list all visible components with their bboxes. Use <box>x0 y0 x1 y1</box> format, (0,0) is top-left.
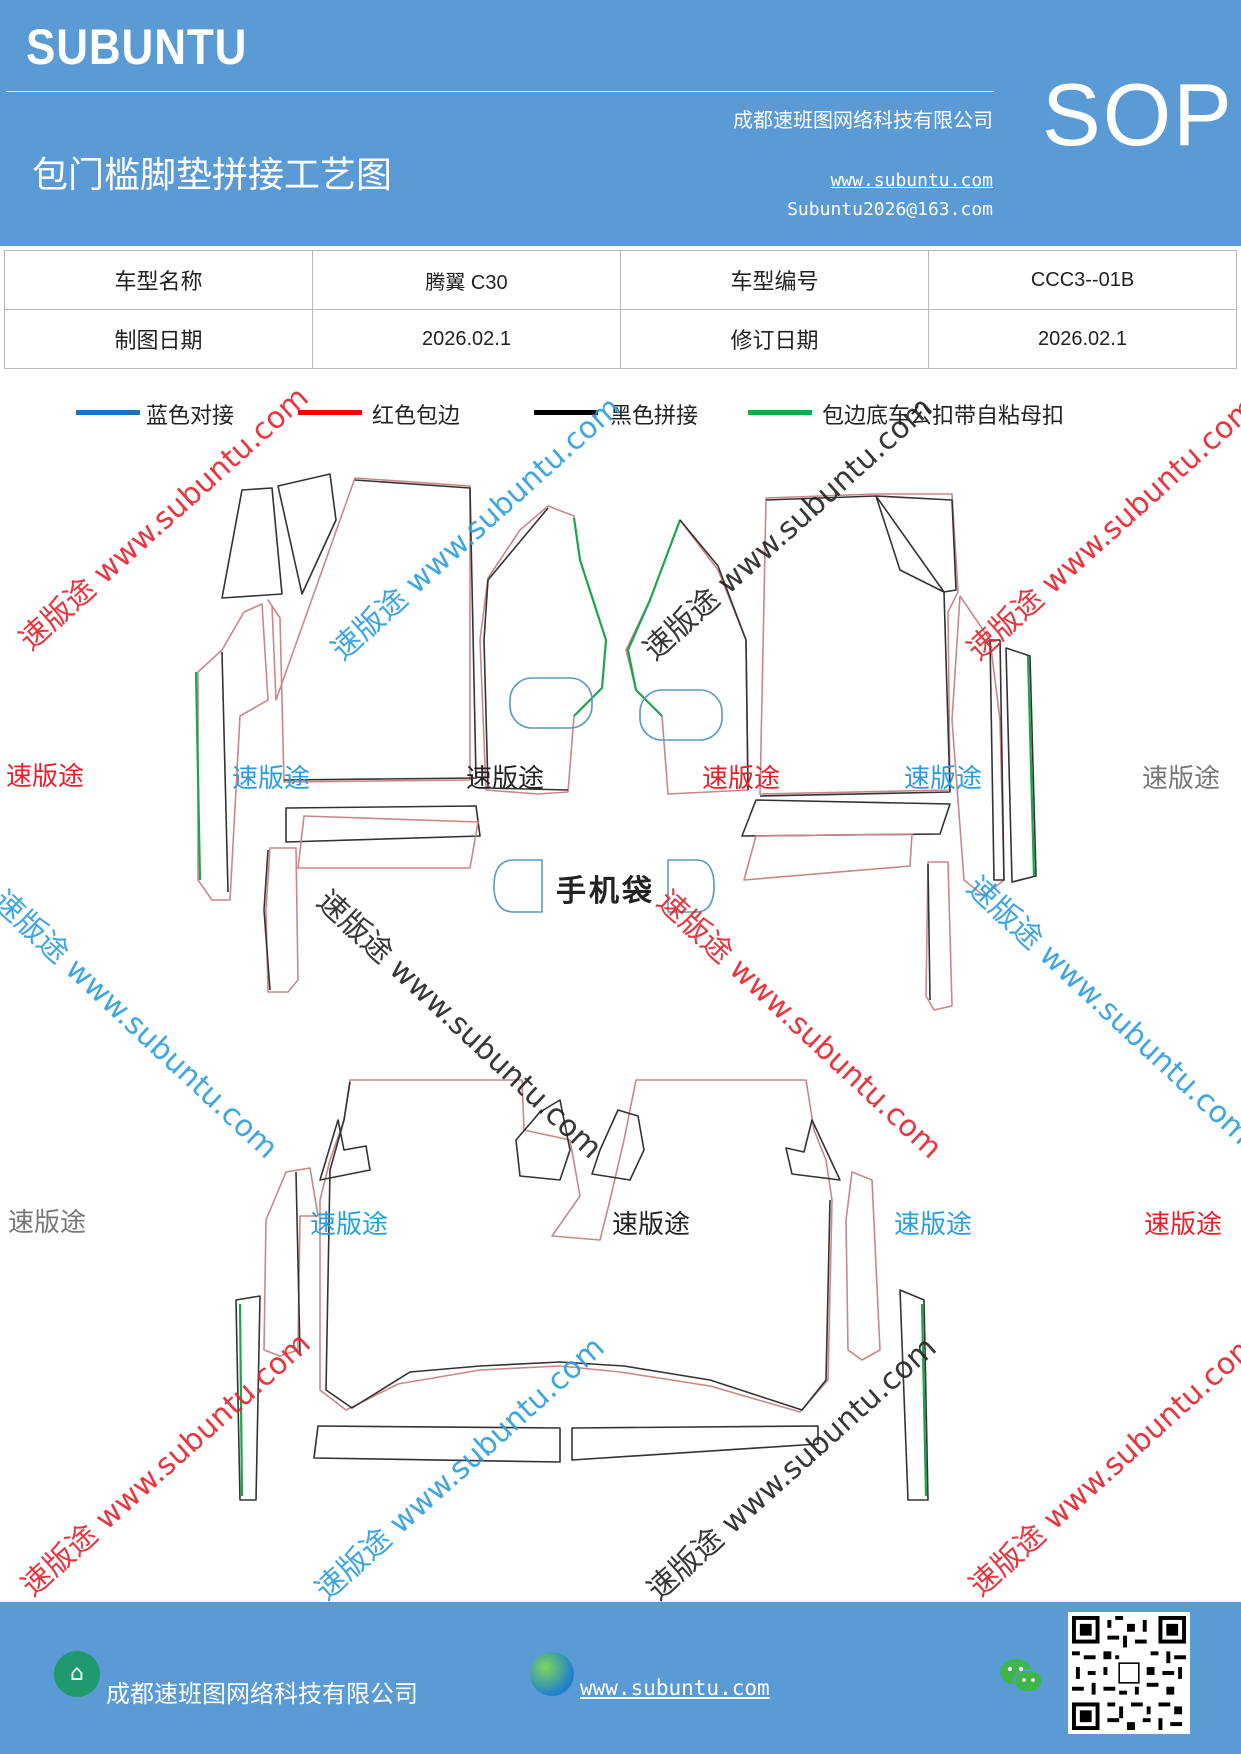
phone-pocket-right <box>667 859 715 913</box>
vehicle-info-table: 车型名称 腾翼 C30 车型编号 CCC3--01B 制图日期 2026.02.… <box>4 250 1237 369</box>
mat-piece-passenger <box>759 493 959 795</box>
mat-piece-rear-sill-left-strip <box>235 1295 261 1501</box>
table-cell: 车型名称 <box>4 250 313 310</box>
mat-piece-tab-left <box>509 677 593 729</box>
mat-piece-left-strip <box>265 847 299 993</box>
mat-piece-left-sill-inner <box>221 651 229 893</box>
mat-piece-rear-sill-left-inner <box>295 1171 301 1355</box>
mat-piece-corner-c <box>875 495 957 593</box>
mat-piece-left-sill <box>197 603 269 901</box>
watermark: 速版途 <box>894 1210 973 1240</box>
watermark: 速版途 <box>612 1210 691 1240</box>
mat-piece-rear-tab-left <box>319 1119 371 1181</box>
watermark: 速版途 <box>6 762 85 792</box>
mat-piece-under-passenger-low <box>743 833 913 881</box>
phone-pocket-left <box>493 859 543 913</box>
company-name: 成都速班图网络科技有限公司 <box>733 108 993 132</box>
mat-piece-left-strip-inner <box>263 849 271 991</box>
mat-piece-tunnel-left-green <box>572 517 608 717</box>
watermark: 速版途 <box>1142 764 1221 794</box>
mat-piece-rear-sill-right <box>845 1171 881 1361</box>
footer-website-link[interactable]: www.subuntu.com <box>580 1676 770 1700</box>
mat-piece-rear-sill-left <box>263 1167 319 1357</box>
email-address: Subuntu2026@163.com <box>787 199 993 220</box>
mat-piece-rear-sill-right-green <box>920 1303 928 1497</box>
legend-swatch-black <box>534 410 598 415</box>
legend-swatch-red <box>298 410 362 415</box>
mat-piece-rear <box>319 1079 833 1413</box>
mat-piece-under-passenger <box>741 799 951 837</box>
header-banner: SUBUNTU 包门槛脚垫拼接工艺图 成都速班图网络科技有限公司 www.sub… <box>0 0 1241 246</box>
mat-piece-driver-inner <box>283 479 477 781</box>
sop-badge: SOP <box>1042 65 1234 164</box>
phone-pocket-label: 手机袋 <box>556 874 655 909</box>
legend-swatch-blue <box>76 410 140 415</box>
watermark: 速版途 <box>8 1208 87 1238</box>
table-cell: 2026.02.1 <box>312 309 621 369</box>
line-legend: 蓝色对接 红色包边 黑色拼接 包边底车公扣带自粘母扣 <box>0 398 1241 438</box>
mat-piece-tunnel-left-inner <box>483 507 569 791</box>
mat-piece-corner-b <box>277 473 337 595</box>
table-cell: 车型编号 <box>620 250 929 310</box>
legend-label: 黑色拼接 <box>610 404 699 429</box>
table-row: 制图日期 2026.02.1 修订日期 2026.02.1 <box>4 309 1237 369</box>
table-cell: 2026.02.1 <box>928 309 1237 369</box>
legend-label: 包边底车公扣带自粘母扣 <box>822 404 1065 429</box>
watermark: 速版途 <box>904 764 983 794</box>
mat-piece-tunnel-right-inner <box>679 519 749 791</box>
mat-piece-rear-inner <box>325 1081 831 1411</box>
mat-piece-under-driver <box>285 805 481 843</box>
table-cell: 修订日期 <box>620 309 929 369</box>
mat-piece-right-sill-green <box>1026 655 1036 877</box>
qr-code-image <box>1068 1612 1190 1734</box>
mat-piece-tab-right <box>639 689 723 741</box>
table-cell: 制图日期 <box>4 309 313 369</box>
mat-piece-right-sill-strip-a <box>989 639 1005 881</box>
watermark: 速版途 <box>232 764 311 794</box>
legend-label: 蓝色对接 <box>146 404 235 429</box>
mat-piece-right-sill <box>951 595 1005 897</box>
table-cell: 腾翼 C30 <box>312 250 621 310</box>
floor-mat-diagram <box>194 473 1037 1501</box>
globe-icon <box>530 1652 574 1696</box>
mat-piece-rear-tab-right <box>785 1119 841 1181</box>
watermark: 速版途 <box>310 1210 389 1240</box>
mat-piece-driver <box>267 477 471 783</box>
mat-piece-rear-under-right <box>571 1425 819 1461</box>
mat-piece-rear-under-left <box>313 1425 561 1463</box>
mat-piece-right-strip <box>925 861 953 1011</box>
page-title: 包门槛脚垫拼接工艺图 <box>32 155 393 196</box>
mat-piece-left-sill-green <box>194 671 202 881</box>
mat-piece-under-driver-low <box>297 815 479 869</box>
mat-piece-right-strip-inner <box>927 863 931 1001</box>
mat-piece-right-sill-strip-b <box>1005 647 1037 883</box>
mat-piece-rear-sill-right-strip <box>899 1289 929 1501</box>
home-icon: ⌂ <box>54 1651 100 1697</box>
brand-logo: SUBUNTU <box>26 19 248 75</box>
legend-swatch-green <box>748 410 812 415</box>
website-link[interactable]: www.subuntu.com <box>830 170 993 191</box>
mat-piece-passenger-inner <box>759 495 951 797</box>
mat-piece-rear-hump-left <box>515 1099 571 1181</box>
mat-piece-tunnel-left <box>479 505 607 795</box>
watermark: 速版途 <box>1144 1210 1223 1240</box>
legend-label: 红色包边 <box>372 404 461 429</box>
footer-company-name: 成都速班图网络科技有限公司 <box>106 1680 418 1708</box>
mat-piece-rear-sill-left-green <box>238 1303 244 1497</box>
footer-banner: ⌂ 成都速班图网络科技有限公司 www.subuntu.com <box>0 1602 1241 1754</box>
wechat-icon <box>1000 1659 1043 1693</box>
mat-piece-corner-a <box>221 487 283 599</box>
table-cell: CCC3--01B <box>928 250 1237 310</box>
table-row: 车型名称 腾翼 C30 车型编号 CCC3--01B <box>4 250 1237 310</box>
mat-piece-rear-hump-right <box>591 1109 645 1181</box>
watermark: 速版途 <box>466 764 545 794</box>
watermark: 速版途 <box>702 764 781 794</box>
header-divider <box>6 91 994 92</box>
